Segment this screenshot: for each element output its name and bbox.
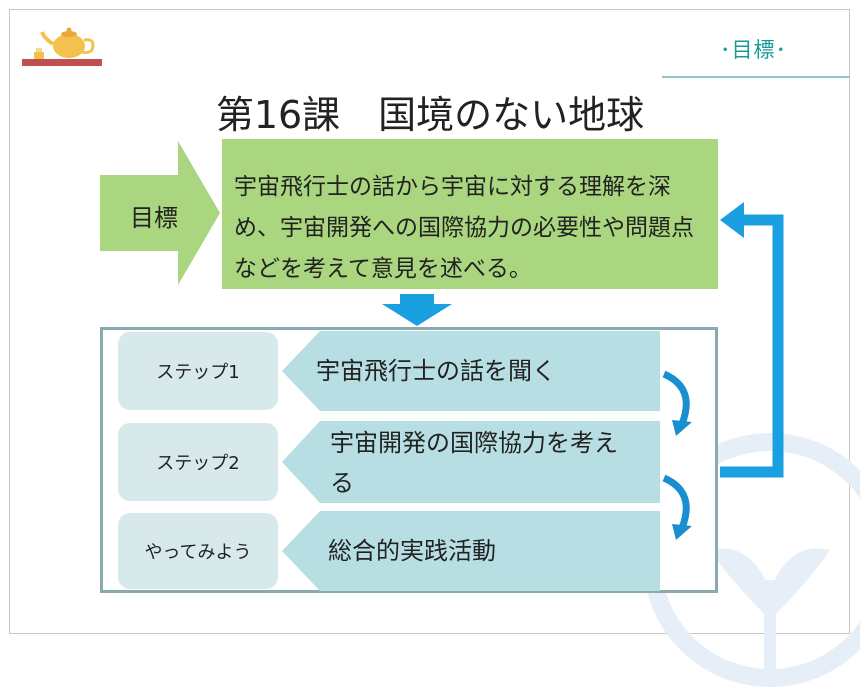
- step-tab-1[interactable]: ステップ1: [118, 332, 278, 410]
- step-tab-2[interactable]: ステップ2: [118, 423, 278, 501]
- step-tab-label: やってみよう: [144, 542, 252, 563]
- step-text: 宇宙飛行士の話を聞く: [316, 357, 556, 385]
- loop-back-arrow-icon: [720, 202, 784, 478]
- step-band-3: 総合的実践活動: [282, 511, 660, 591]
- down-arrow-icon: [382, 294, 452, 326]
- slide-frame: [9, 9, 850, 634]
- goal-label: 目標: [130, 204, 178, 232]
- teapot-icon: [22, 27, 102, 66]
- step-tab-3[interactable]: やってみよう: [118, 513, 278, 589]
- step-text: 宇宙開発の国際協力を考える: [330, 429, 618, 497]
- step-band-1: 宇宙飛行士の話を聞く: [282, 331, 660, 411]
- step-band-2: 宇宙開発の国際協力を考える: [282, 421, 660, 503]
- curved-arrow-icon: [662, 370, 692, 436]
- step-tab-label: ステップ2: [156, 453, 240, 474]
- step-band-shape: [282, 421, 660, 503]
- goal-arrow-shape: [100, 141, 220, 285]
- header-divider: [662, 76, 850, 78]
- section-label: ･目標･: [720, 38, 787, 62]
- step-tab-label: ステップ1: [156, 362, 240, 383]
- page-title: 第16課 国境のない地球: [215, 93, 645, 137]
- curved-arrow-icon: [662, 474, 692, 540]
- step-band-shape: [282, 331, 660, 411]
- step-band-shape: [282, 511, 660, 591]
- step-text: 総合的実践活動: [328, 537, 496, 565]
- goal-text: 宇宙飛行士の話から宇宙に対する理解を深め、宇宙開発への国際協力の必要性や問題点な…: [222, 139, 718, 289]
